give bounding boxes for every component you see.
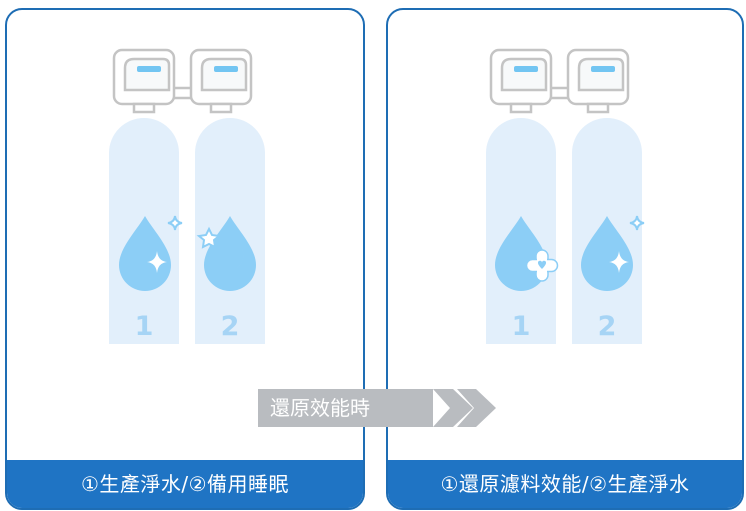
tank-number: 2 bbox=[221, 311, 240, 342]
valve-heads bbox=[112, 48, 253, 114]
tank-number: 2 bbox=[598, 311, 617, 342]
drop-sparkle-icon bbox=[581, 215, 645, 291]
panel-caption: ①生產淨水/②備用睡眠 bbox=[7, 460, 363, 508]
panel-caption: ①還原濾料效能/②生產淨水 bbox=[388, 460, 742, 508]
softener-illustration-right: 1 2 bbox=[486, 48, 645, 344]
panel-right: 1 2 ①還原濾料效能/②生產淨水 bbox=[386, 8, 744, 510]
tank-2 bbox=[195, 118, 265, 344]
softener-illustration-left: 1 2 bbox=[109, 48, 265, 344]
transition-arrow bbox=[258, 389, 496, 427]
transition-label: 還原效能時 bbox=[270, 396, 370, 420]
tank-1 bbox=[109, 118, 183, 344]
panel-left: 1 2 ①生產淨水/②備用睡眠 bbox=[5, 8, 365, 510]
valve-heads bbox=[489, 48, 630, 114]
tank-1 bbox=[486, 118, 559, 344]
tank-number: 1 bbox=[512, 311, 531, 342]
drop-cross-heart-icon bbox=[495, 216, 559, 291]
tank-2 bbox=[572, 118, 645, 344]
drop-moon-icon bbox=[196, 216, 256, 291]
tank-number: 1 bbox=[135, 311, 154, 342]
drop-sparkle-icon bbox=[119, 215, 183, 291]
